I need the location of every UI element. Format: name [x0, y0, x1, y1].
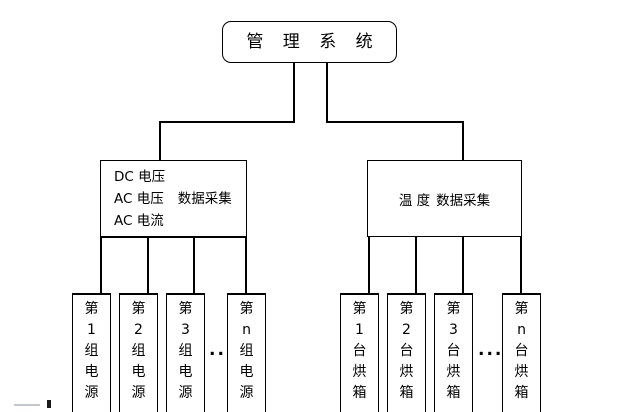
- leaf-power-group-3[interactable]: 第 3 组 电 源: [166, 294, 205, 412]
- leaf-oven-n-char-2: n: [517, 322, 526, 338]
- power-line-3: AC 电流: [114, 210, 164, 232]
- leaf-power-group-3-char-5: 源: [178, 385, 193, 401]
- node-management-system-label: 管 理 系 统: [246, 31, 380, 52]
- leaf-oven-n-char-3: 台: [514, 343, 529, 359]
- leaf-power-group-1-char-2: 1: [87, 322, 96, 338]
- leaf-oven-2-char-3: 台: [399, 343, 414, 359]
- power-line-3-main: AC 电流: [114, 212, 164, 229]
- node-management-system[interactable]: 管 理 系 统: [222, 21, 397, 63]
- edge-root-to-temperature: [326, 63, 464, 160]
- leaf-power-group-1-char-5: 源: [84, 385, 99, 401]
- leaf-oven-3-char-2: 3: [449, 322, 458, 338]
- leaf-power-group-2-char-1: 第: [131, 301, 146, 317]
- leaf-oven-1-char-2: 1: [355, 322, 364, 338]
- leaf-power-group-1[interactable]: 第 1 组 电 源: [72, 294, 111, 412]
- leaf-oven-1-char-3: 台: [352, 343, 367, 359]
- leaf-oven-3[interactable]: 第 3 台 烘 箱: [434, 294, 473, 412]
- leaf-oven-2-char-2: 2: [402, 322, 411, 338]
- leaf-oven-2-char-4: 烘: [399, 364, 414, 380]
- leaf-power-group-2-char-2: 2: [134, 322, 143, 338]
- leaf-oven-1-char-1: 第: [352, 301, 367, 317]
- leaf-power-group-1-char-4: 电: [84, 364, 99, 380]
- temperature-label-part-2: 数据采集: [436, 192, 491, 209]
- leaf-oven-n-char-1: 第: [514, 301, 529, 317]
- leaf-power-group-3-char-1: 第: [178, 301, 193, 317]
- leaf-power-group-n-char-4: 电: [239, 364, 254, 380]
- leaf-oven-n-char-4: 烘: [514, 364, 529, 380]
- leaf-power-group-n-char-3: 组: [239, 343, 254, 359]
- leaf-power-group-2-char-5: 源: [131, 385, 146, 401]
- power-line-2: AC 电压数据采集: [114, 188, 232, 210]
- leaf-oven-1-char-5: 箱: [352, 385, 367, 401]
- leaf-power-group-3-char-4: 电: [178, 364, 193, 380]
- leaf-oven-3-char-5: 箱: [446, 385, 461, 401]
- leaf-oven-2-char-1: 第: [399, 301, 414, 317]
- node-temperature-data-acquisition[interactable]: 温 度数据采集: [367, 160, 522, 237]
- leaf-oven-3-char-4: 烘: [446, 364, 461, 380]
- power-line-2-suffix: 数据采集: [177, 190, 232, 207]
- leaf-oven-3-char-3: 台: [446, 343, 461, 359]
- leaf-oven-n-char-5: 箱: [514, 385, 529, 401]
- page-artifact-mark: [47, 400, 51, 408]
- power-groups-ellipsis: ...: [209, 340, 235, 360]
- power-line-1: DC 电压: [114, 166, 165, 188]
- leaf-power-group-1-char-3: 组: [84, 343, 99, 359]
- leaf-power-group-2-char-3: 组: [131, 343, 146, 359]
- leaf-power-group-3-char-2: 3: [181, 322, 190, 338]
- leaf-oven-2-char-5: 箱: [399, 385, 414, 401]
- leaf-oven-1-char-4: 烘: [352, 364, 367, 380]
- leaf-power-group-n-char-5: 源: [239, 385, 254, 401]
- temperature-label: 温 度数据采集: [399, 189, 490, 209]
- power-line-2-main: AC 电压: [114, 190, 164, 207]
- leaf-power-group-2[interactable]: 第 2 组 电 源: [119, 294, 158, 412]
- temperature-label-part-1: 温 度: [398, 192, 431, 209]
- leaf-oven-1[interactable]: 第 1 台 烘 箱: [340, 294, 379, 412]
- leaf-power-group-n[interactable]: 第 n 组 电 源: [227, 294, 266, 412]
- leaf-oven-2[interactable]: 第 2 台 烘 箱: [387, 294, 426, 412]
- leaf-power-group-n-char-1: 第: [239, 301, 254, 317]
- leaf-oven-n[interactable]: 第 n 台 烘 箱: [502, 294, 541, 412]
- node-power-data-acquisition[interactable]: DC 电压 AC 电压数据采集 AC 电流: [100, 160, 247, 237]
- leaf-power-group-n-char-2: n: [242, 322, 251, 338]
- leaf-power-group-1-char-1: 第: [84, 301, 99, 317]
- leaf-power-group-2-char-4: 电: [131, 364, 146, 380]
- power-line-1-main: DC 电压: [114, 168, 166, 185]
- page-artifact-line: [14, 404, 40, 406]
- leaf-oven-3-char-1: 第: [446, 301, 461, 317]
- leaf-power-group-3-char-3: 组: [178, 343, 193, 359]
- edge-root-to-power: [159, 63, 295, 160]
- oven-units-ellipsis: ...: [478, 340, 504, 360]
